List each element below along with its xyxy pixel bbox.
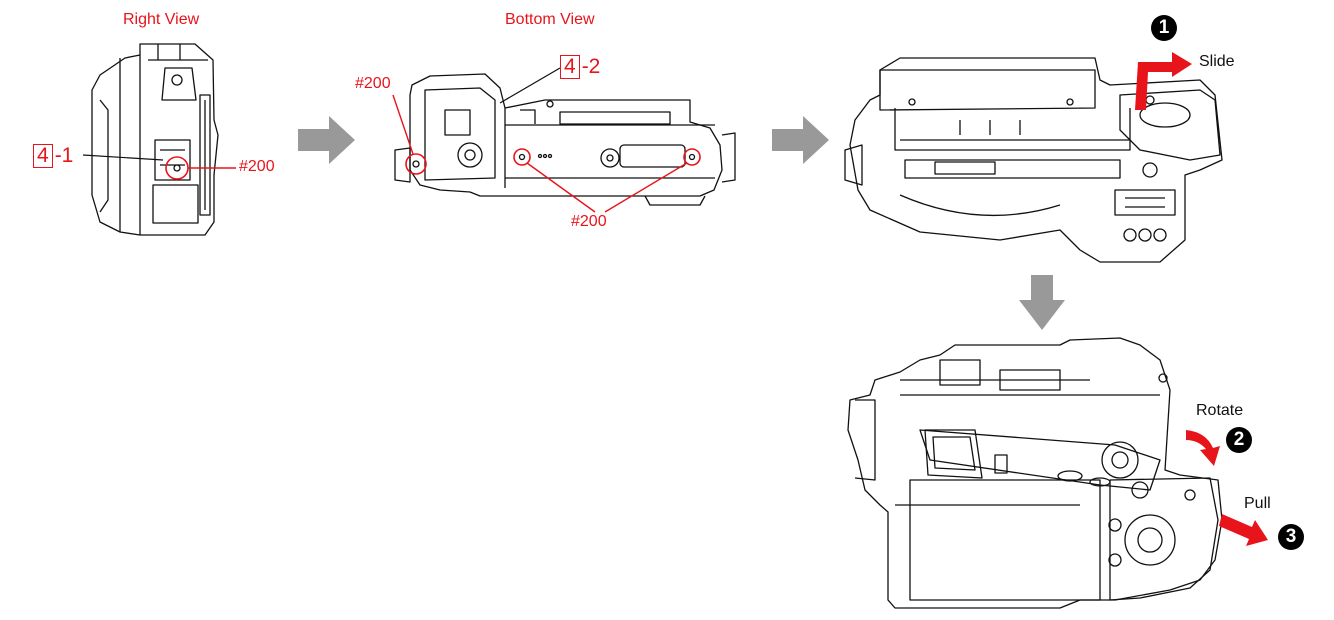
step-3-badge: 3	[1278, 524, 1304, 550]
right-view-title: Right View	[123, 11, 200, 28]
step-2-badge: 2	[1226, 427, 1252, 453]
camera-rear-view	[847, 337, 1223, 609]
camera-right-view	[91, 43, 219, 236]
screw-label-bottom-left: #200	[355, 75, 391, 92]
arrow-right-2	[772, 116, 829, 164]
slide-arrow	[1135, 52, 1192, 110]
screw-label-right-view: #200	[239, 158, 275, 175]
arrow-down	[1019, 275, 1065, 330]
part-4-1-label: 4-1	[33, 144, 73, 168]
step-3-label: Pull	[1244, 495, 1271, 512]
part-4-2-suffix: -2	[581, 55, 601, 78]
step-1-label: Slide	[1199, 53, 1235, 70]
arrow-right-1	[298, 116, 355, 164]
rotate-arrow	[1186, 430, 1220, 466]
part-4-1-suffix: -1	[54, 144, 74, 167]
part-number-box: 4	[560, 55, 580, 79]
action-arrows	[1135, 52, 1268, 546]
pull-arrow	[1219, 514, 1268, 546]
step-1-badge: 1	[1151, 15, 1177, 41]
screw-circle-right	[165, 156, 189, 180]
step-2-label: Rotate	[1196, 402, 1244, 419]
camera-slide-view	[844, 57, 1223, 263]
camera-bottom-view	[394, 73, 736, 206]
part-4-2-label: 4-2	[560, 55, 600, 79]
part-number-box: 4	[33, 144, 53, 168]
bottom-view-title: Bottom View	[505, 11, 595, 28]
process-arrows	[298, 116, 1065, 330]
screw-label-bottom: #200	[571, 213, 607, 230]
